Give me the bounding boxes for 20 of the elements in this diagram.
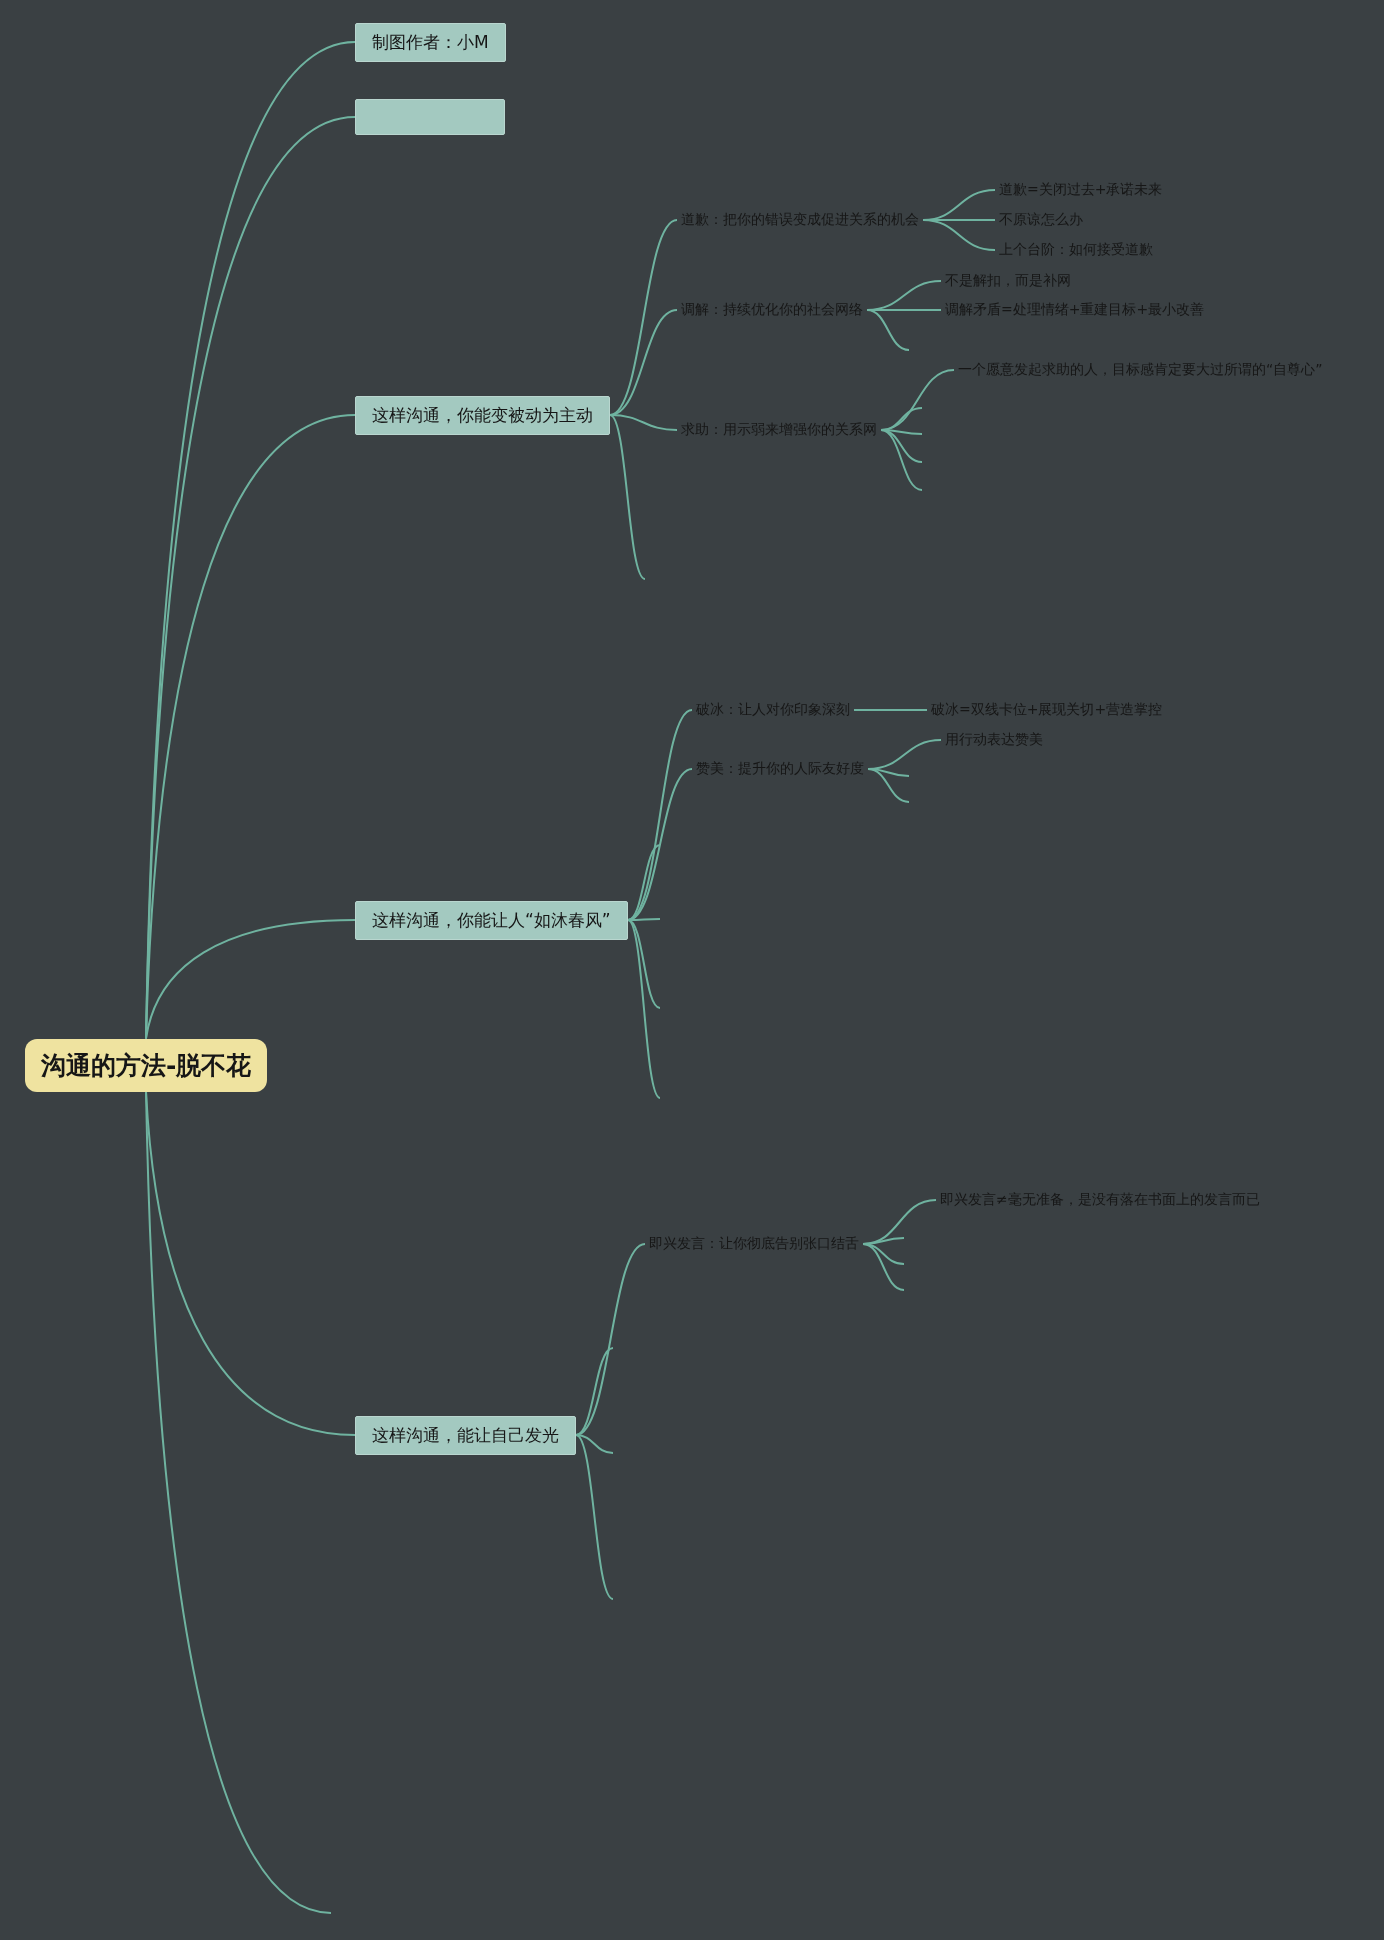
branch-line bbox=[862, 1243, 905, 1291]
branch-line bbox=[575, 1434, 614, 1454]
central-topic-box: 沟通的方法-脱不花 bbox=[25, 1038, 268, 1092]
branch-line bbox=[575, 1434, 614, 1600]
branch-line bbox=[627, 919, 661, 1099]
branch-line bbox=[880, 429, 923, 491]
topic-box: 制图作者：小M bbox=[355, 22, 506, 62]
branch-line bbox=[867, 768, 910, 803]
branch-line bbox=[922, 219, 996, 251]
branch-line bbox=[575, 1347, 614, 1436]
branch-line bbox=[609, 414, 646, 580]
topic-box bbox=[355, 99, 505, 135]
branch-line bbox=[145, 1090, 332, 1914]
branch-line bbox=[145, 919, 356, 1040]
topic-box: 这样沟通，你能变被动为主动 bbox=[355, 395, 610, 435]
topic-box: 这样沟通，你能让人“如沐春风” bbox=[355, 900, 628, 940]
branch-line bbox=[853, 709, 928, 711]
branch-line bbox=[627, 844, 661, 921]
topic-box: 这样沟通，能让自己发光 bbox=[355, 1415, 576, 1455]
branch-line bbox=[866, 309, 910, 351]
